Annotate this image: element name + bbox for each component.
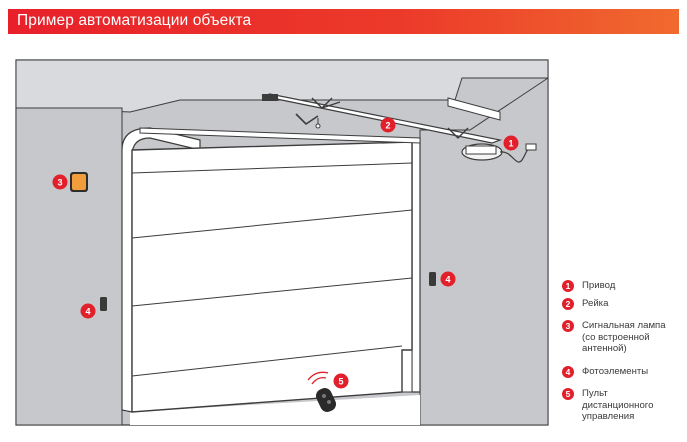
legend-label: Привод — [582, 280, 616, 291]
door-panel-line — [131, 345, 403, 377]
door-arm — [295, 113, 319, 126]
motor-body — [465, 145, 497, 155]
right-jamb — [401, 349, 413, 393]
door-panel-line — [131, 209, 413, 239]
legend-badge: 3 — [562, 320, 574, 332]
power-socket — [525, 143, 537, 151]
photocell-right — [429, 272, 436, 286]
remote-control — [307, 371, 337, 412]
signal-lamp — [72, 174, 86, 190]
door-header-rail — [139, 127, 421, 144]
legend-label: Сигнальная лампа (со встроенной антенной… — [582, 320, 666, 354]
svg-text:3: 3 — [57, 177, 62, 187]
marker-4-left: 4 — [80, 303, 96, 319]
legend-badge: 4 — [562, 366, 574, 378]
rail-front-bracket — [262, 94, 278, 101]
legend-item-5: 5 Пульт дистанционного управления — [562, 388, 684, 423]
marker-5: 5 — [333, 373, 349, 389]
legend-item-4: 4 Фотоэлементы — [562, 366, 684, 378]
rail-hanger — [311, 97, 341, 109]
photocell-left — [100, 297, 107, 311]
legend-label: Пульт дистанционного управления — [582, 388, 654, 422]
header-title: Пример автоматизации объекта — [17, 12, 252, 29]
marker-2: 2 — [380, 117, 396, 133]
legend-badge: 1 — [562, 280, 574, 292]
svg-text:4: 4 — [445, 274, 450, 284]
marker-1: 1 — [503, 135, 519, 151]
right-frame — [411, 137, 421, 393]
marker-3: 3 — [52, 174, 68, 190]
door-panel-line — [131, 162, 413, 174]
legend-item-3: 3 Сигнальная лампа (со встроенной антенн… — [562, 320, 684, 355]
legend-label: Рейка — [582, 298, 609, 309]
legend-label: Фотоэлементы — [582, 366, 649, 377]
legend-badge: 5 — [562, 388, 574, 400]
floor — [130, 395, 420, 425]
legend-item-1: 1 Привод — [562, 280, 684, 292]
header-bar: Пример автоматизации объекта — [8, 9, 679, 34]
svg-text:2: 2 — [385, 120, 390, 130]
left-wall — [15, 107, 123, 426]
emergency-release — [315, 123, 321, 129]
legend-badge: 2 — [562, 298, 574, 310]
svg-text:5: 5 — [338, 376, 343, 386]
door-panel-line — [131, 277, 413, 307]
legend-item-2: 2 Рейка — [562, 298, 684, 310]
rail-hanger — [447, 127, 469, 139]
ceiling-support — [447, 97, 501, 121]
svg-text:1: 1 — [508, 138, 513, 148]
svg-text:4: 4 — [85, 306, 90, 316]
marker-4-right: 4 — [440, 271, 456, 287]
